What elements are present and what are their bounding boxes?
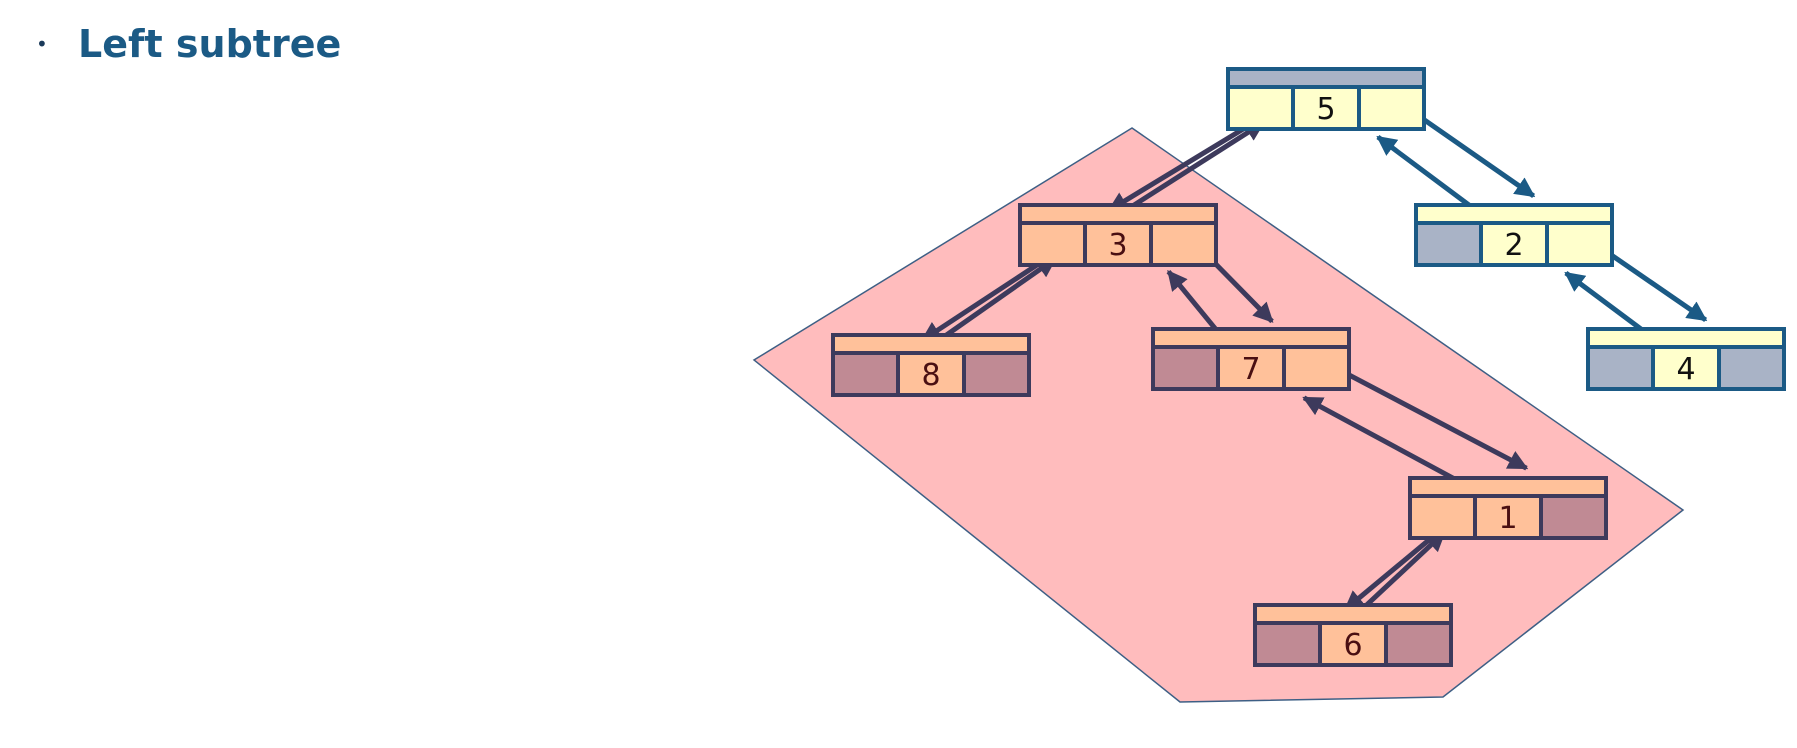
node-parent-pointer-cell bbox=[1586, 327, 1786, 349]
tree-nodes: 5 3 2 8 7 4 1 6 bbox=[831, 67, 1786, 667]
node-right-pointer-cell bbox=[962, 351, 1031, 397]
edge-arrow-up-8-3 bbox=[938, 256, 1057, 342]
node-value-label: 6 bbox=[1343, 628, 1362, 663]
edge-arrow-down-5-3 bbox=[1107, 113, 1267, 213]
node-right-pointer-cell bbox=[1539, 494, 1608, 540]
node-value-label: 1 bbox=[1498, 501, 1517, 536]
node-right-pointer-cell bbox=[1282, 345, 1351, 391]
slide-heading: Left subtree bbox=[78, 22, 342, 66]
tree-node-3: 3 bbox=[1018, 203, 1218, 267]
node-value-label: 5 bbox=[1316, 92, 1335, 127]
node-parent-pointer-cell bbox=[1253, 603, 1453, 625]
bullet-marker: • bbox=[36, 32, 48, 56]
node-value-cell bbox=[1473, 494, 1543, 540]
node-parent-pointer-cell bbox=[1226, 67, 1426, 89]
node-left-pointer-cell bbox=[1408, 494, 1477, 540]
edge-arrow-up-6-1 bbox=[1358, 530, 1446, 613]
node-left-pointer-cell bbox=[1018, 221, 1087, 267]
node-value-cell bbox=[1083, 221, 1153, 267]
node-right-pointer-cell bbox=[1357, 85, 1426, 131]
node-parent-pointer-cell bbox=[1151, 327, 1351, 349]
node-value-label: 3 bbox=[1108, 228, 1127, 263]
highlighted-subtree-region bbox=[752, 127, 1685, 703]
tree-node-1: 1 bbox=[1408, 476, 1608, 540]
tree-node-4: 4 bbox=[1586, 327, 1786, 391]
node-right-pointer-cell bbox=[1149, 221, 1218, 267]
node-parent-pointer-cell bbox=[1408, 476, 1608, 498]
node-right-pointer-cell bbox=[1717, 345, 1786, 391]
edge-arrow-up-3-5 bbox=[1125, 120, 1266, 212]
node-parent-pointer-cell bbox=[1018, 203, 1218, 225]
node-left-pointer-cell bbox=[1586, 345, 1655, 391]
node-left-pointer-cell bbox=[1226, 85, 1295, 131]
node-left-pointer-cell bbox=[1253, 621, 1322, 667]
node-value-label: 7 bbox=[1241, 352, 1260, 387]
node-left-pointer-cell bbox=[831, 351, 900, 397]
node-value-cell bbox=[1216, 345, 1286, 391]
node-value-label: 8 bbox=[921, 358, 940, 393]
node-left-pointer-cell bbox=[1151, 345, 1220, 391]
node-right-pointer-cell bbox=[1545, 221, 1614, 267]
edge-arrow-down-7-1 bbox=[1319, 357, 1529, 471]
node-right-pointer-cell bbox=[1384, 621, 1453, 667]
tree-node-5: 5 bbox=[1226, 67, 1426, 131]
bullet-item: • Left subtree bbox=[36, 22, 341, 66]
tree-node-7: 7 bbox=[1151, 327, 1351, 391]
tree-node-2: 2 bbox=[1414, 203, 1614, 267]
tree-node-8: 8 bbox=[831, 333, 1031, 397]
node-left-pointer-cell bbox=[1414, 221, 1483, 267]
tree-node-6: 6 bbox=[1253, 603, 1453, 667]
node-value-label: 4 bbox=[1676, 352, 1695, 387]
node-parent-pointer-cell bbox=[831, 333, 1031, 355]
node-parent-pointer-cell bbox=[1414, 203, 1614, 225]
node-value-label: 2 bbox=[1504, 228, 1523, 263]
node-value-cell bbox=[1318, 621, 1388, 667]
